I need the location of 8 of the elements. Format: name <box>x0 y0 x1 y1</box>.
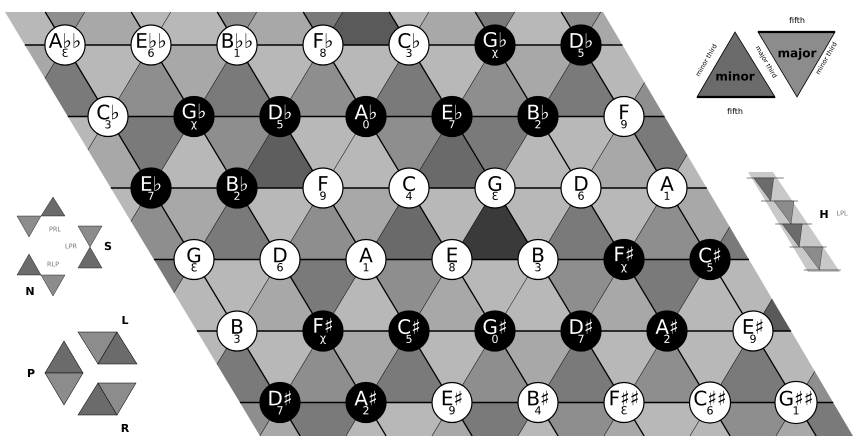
transformation-label: N <box>26 287 34 296</box>
transformation-label: R <box>122 424 130 432</box>
transformation-label: S <box>104 242 112 250</box>
transformation-label: P <box>28 369 35 378</box>
transformation-label: L <box>122 316 128 324</box>
side-label: fifth <box>727 108 742 114</box>
side-label: fifth <box>789 16 804 24</box>
transformation-label: H <box>820 210 828 218</box>
